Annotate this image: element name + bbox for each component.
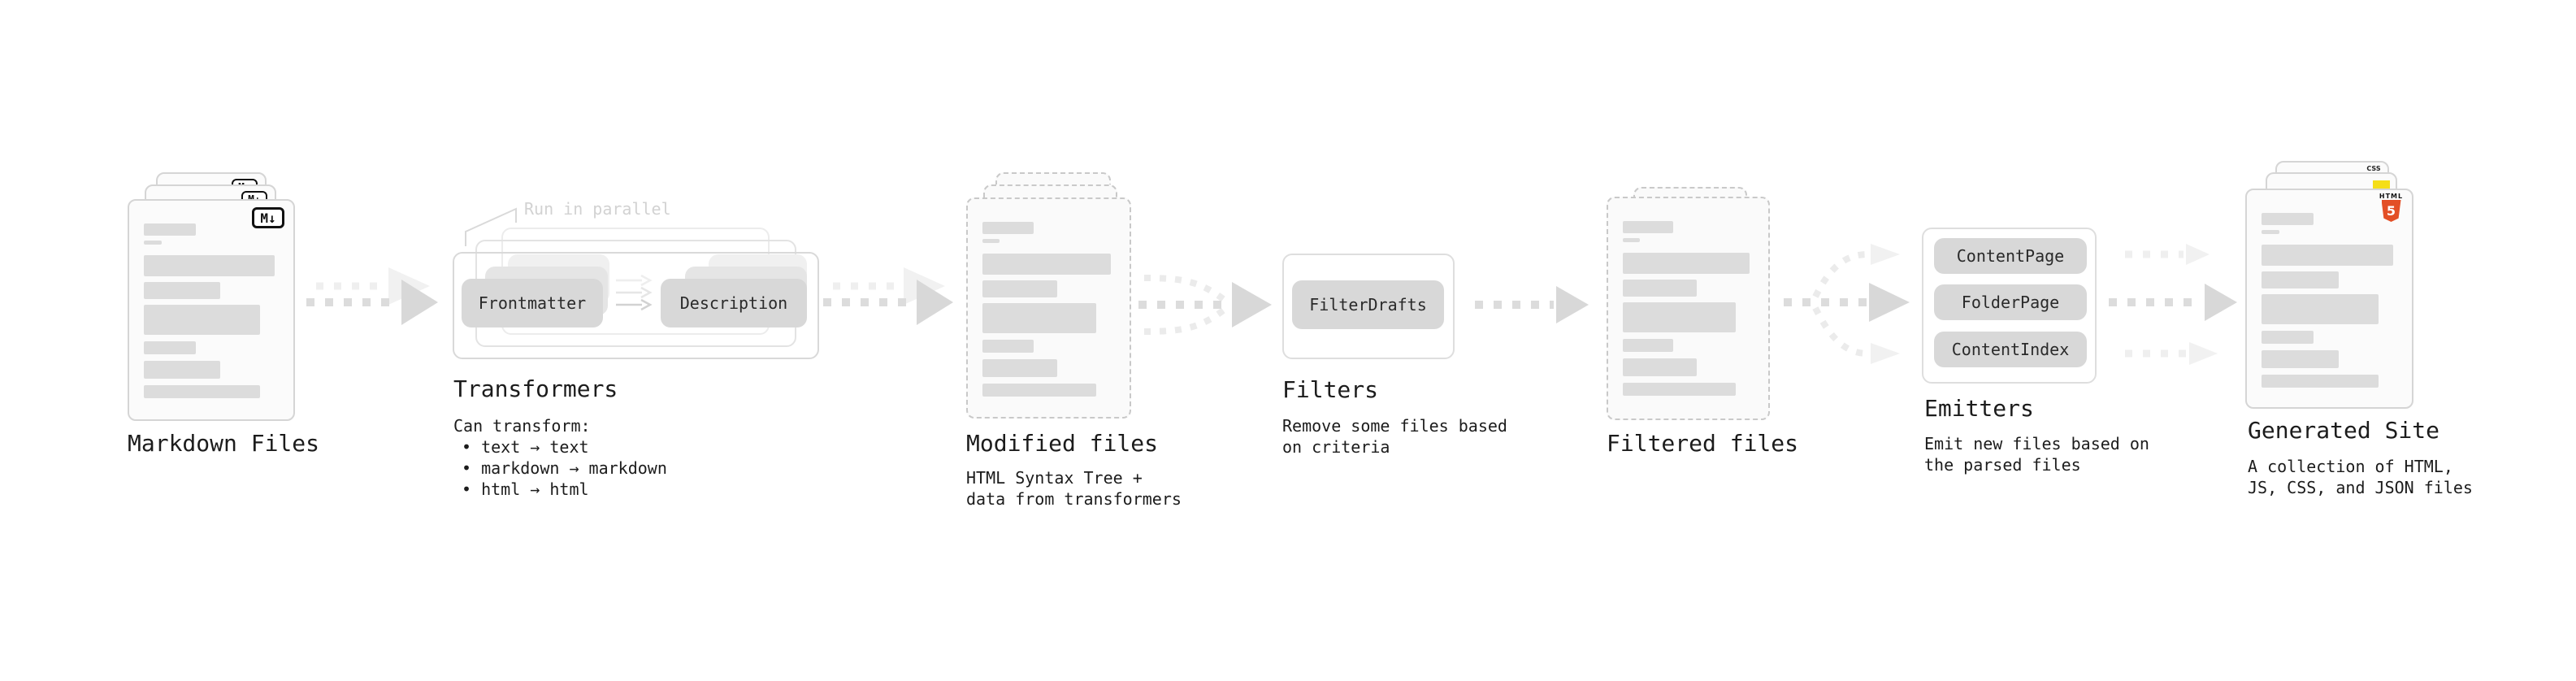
arrow-transformers-to-modified: [823, 267, 953, 325]
file-content-placeholder: [2262, 213, 2399, 396]
arrow-modified-to-filters: [1138, 275, 1272, 335]
stage-filtered-files: Filtered files: [1607, 161, 1850, 502]
stage-filters: FilterDrafts Filters Remove some files b…: [1282, 254, 1550, 465]
js-icon: [2373, 180, 2390, 191]
skeleton-bar: [982, 254, 1112, 275]
filter-filterdrafts: FilterDrafts: [1292, 280, 1444, 329]
stage-title: Emitters: [1924, 395, 2034, 422]
markdown-icon: M↓: [252, 207, 284, 228]
skeleton-bar: [2262, 375, 2379, 388]
arrow-markdown-to-transformers: [306, 267, 438, 325]
stage-modified-files: Modified files HTML Syntax Tree + data f…: [966, 161, 1210, 510]
emitter-contentpage-label: ContentPage: [1956, 246, 2065, 266]
arrow-emitters-to-generated: [2109, 244, 2237, 365]
skeleton-bar: [2262, 331, 2314, 344]
skeleton-bar: [2262, 245, 2394, 266]
file-content-placeholder: [144, 223, 280, 408]
skeleton-bar: [1623, 238, 1641, 242]
skeleton-bar: [144, 241, 162, 245]
skeleton-bar: [1623, 339, 1673, 352]
transformer-description: Description: [661, 279, 807, 327]
skeleton-bar: [2262, 350, 2339, 368]
skeleton-bar: [982, 359, 1058, 377]
file-content-placeholder: [982, 222, 1117, 406]
file-content-placeholder: [1623, 221, 1755, 407]
stage-title: Filters: [1282, 376, 1379, 403]
stage-description: HTML Syntax Tree + data from transformer…: [966, 468, 1182, 509]
html5-icon-number: 5: [2386, 203, 2396, 219]
emitter-folderpage-label: FolderPage: [1961, 293, 2060, 312]
stage-description: A collection of HTML, JS, CSS, and JSON …: [2248, 457, 2473, 497]
transformer-capabilities-list: • text → text • markdown → markdown • ht…: [462, 436, 667, 500]
stage-title: Transformers: [453, 375, 618, 402]
skeleton-bar: [1623, 302, 1736, 332]
stage-description: Emit new files based on the parsed files: [1924, 434, 2149, 475]
skeleton-bar: [2262, 271, 2339, 288]
stage-emitters: ContentPage FolderPage ContentIndex Emit…: [1922, 228, 2190, 479]
emitter-folderpage: FolderPage: [1934, 284, 2087, 320]
skeleton-bar: [2262, 213, 2314, 225]
skeleton-bar: [982, 239, 1000, 243]
skeleton-bar: [982, 280, 1058, 297]
skeleton-bar: [144, 255, 275, 276]
html5-icon-shield: 5: [2381, 200, 2401, 222]
list-item: • markdown → markdown: [462, 458, 667, 478]
skeleton-bar: [144, 385, 260, 398]
css-icon-text: CSS: [2366, 165, 2381, 172]
stage-label: Modified files: [966, 430, 1159, 457]
arrow-filtered-to-emitters: [1784, 244, 1910, 364]
skeleton-bar: [144, 223, 196, 236]
parallel-arrows-icon: [616, 274, 653, 311]
transformer-frontmatter-label: Frontmatter: [478, 293, 587, 313]
skeleton-bar: [2262, 230, 2279, 234]
emitter-contentindex-label: ContentIndex: [1951, 340, 2070, 359]
emitter-contentindex: ContentIndex: [1934, 332, 2087, 367]
stage-generated-site: CSS HTML 5 Generated Site A collection o…: [2245, 161, 2489, 510]
skeleton-bar: [144, 282, 221, 299]
stage-description: Remove some files based on criteria: [1282, 416, 1507, 457]
stage-label: Markdown Files: [128, 430, 320, 457]
run-in-parallel-note: Run in parallel: [524, 199, 671, 219]
skeleton-bar: [1623, 280, 1698, 297]
list-item: • html → html: [462, 479, 589, 499]
emitter-contentpage: ContentPage: [1934, 238, 2087, 274]
file-card: HTML 5: [2245, 189, 2413, 409]
file-card: [966, 197, 1131, 419]
filter-filterdrafts-label: FilterDrafts: [1309, 295, 1427, 314]
html5-icon-text: HTML: [2379, 193, 2404, 200]
stage-transformers: Run in parallel Frontmatter Description …: [453, 195, 835, 504]
run-in-parallel-callout: [465, 207, 517, 246]
list-item: • text → text: [462, 437, 589, 457]
skeleton-bar: [2262, 294, 2379, 324]
skeleton-bar: [144, 305, 260, 335]
html5-icon: HTML 5: [2379, 193, 2404, 222]
file-card: M↓: [128, 199, 295, 421]
transformer-description-label: Description: [679, 293, 788, 313]
skeleton-bar: [982, 303, 1097, 333]
transformer-frontmatter: Frontmatter: [462, 279, 603, 327]
skeleton-bar: [144, 341, 196, 354]
transformer-card: [453, 252, 819, 359]
skeleton-bar: [1623, 383, 1736, 396]
stage-label: Generated Site: [2248, 417, 2440, 444]
skeleton-bar: [144, 361, 221, 379]
skeleton-bar: [1623, 253, 1750, 274]
skeleton-bar: [982, 340, 1034, 353]
stage-label: Filtered files: [1607, 430, 1799, 457]
skeleton-bar: [982, 222, 1034, 234]
stage-markdown-files: M↓ M↓ M↓ Markdown Files: [128, 161, 339, 502]
skeleton-bar: [1623, 358, 1698, 376]
arrow-filters-to-filtered: [1475, 286, 1589, 323]
stage-description: Can transform:: [453, 416, 591, 436]
skeleton-bar: [982, 384, 1097, 397]
skeleton-bar: [1623, 221, 1673, 233]
file-card: [1607, 197, 1770, 420]
